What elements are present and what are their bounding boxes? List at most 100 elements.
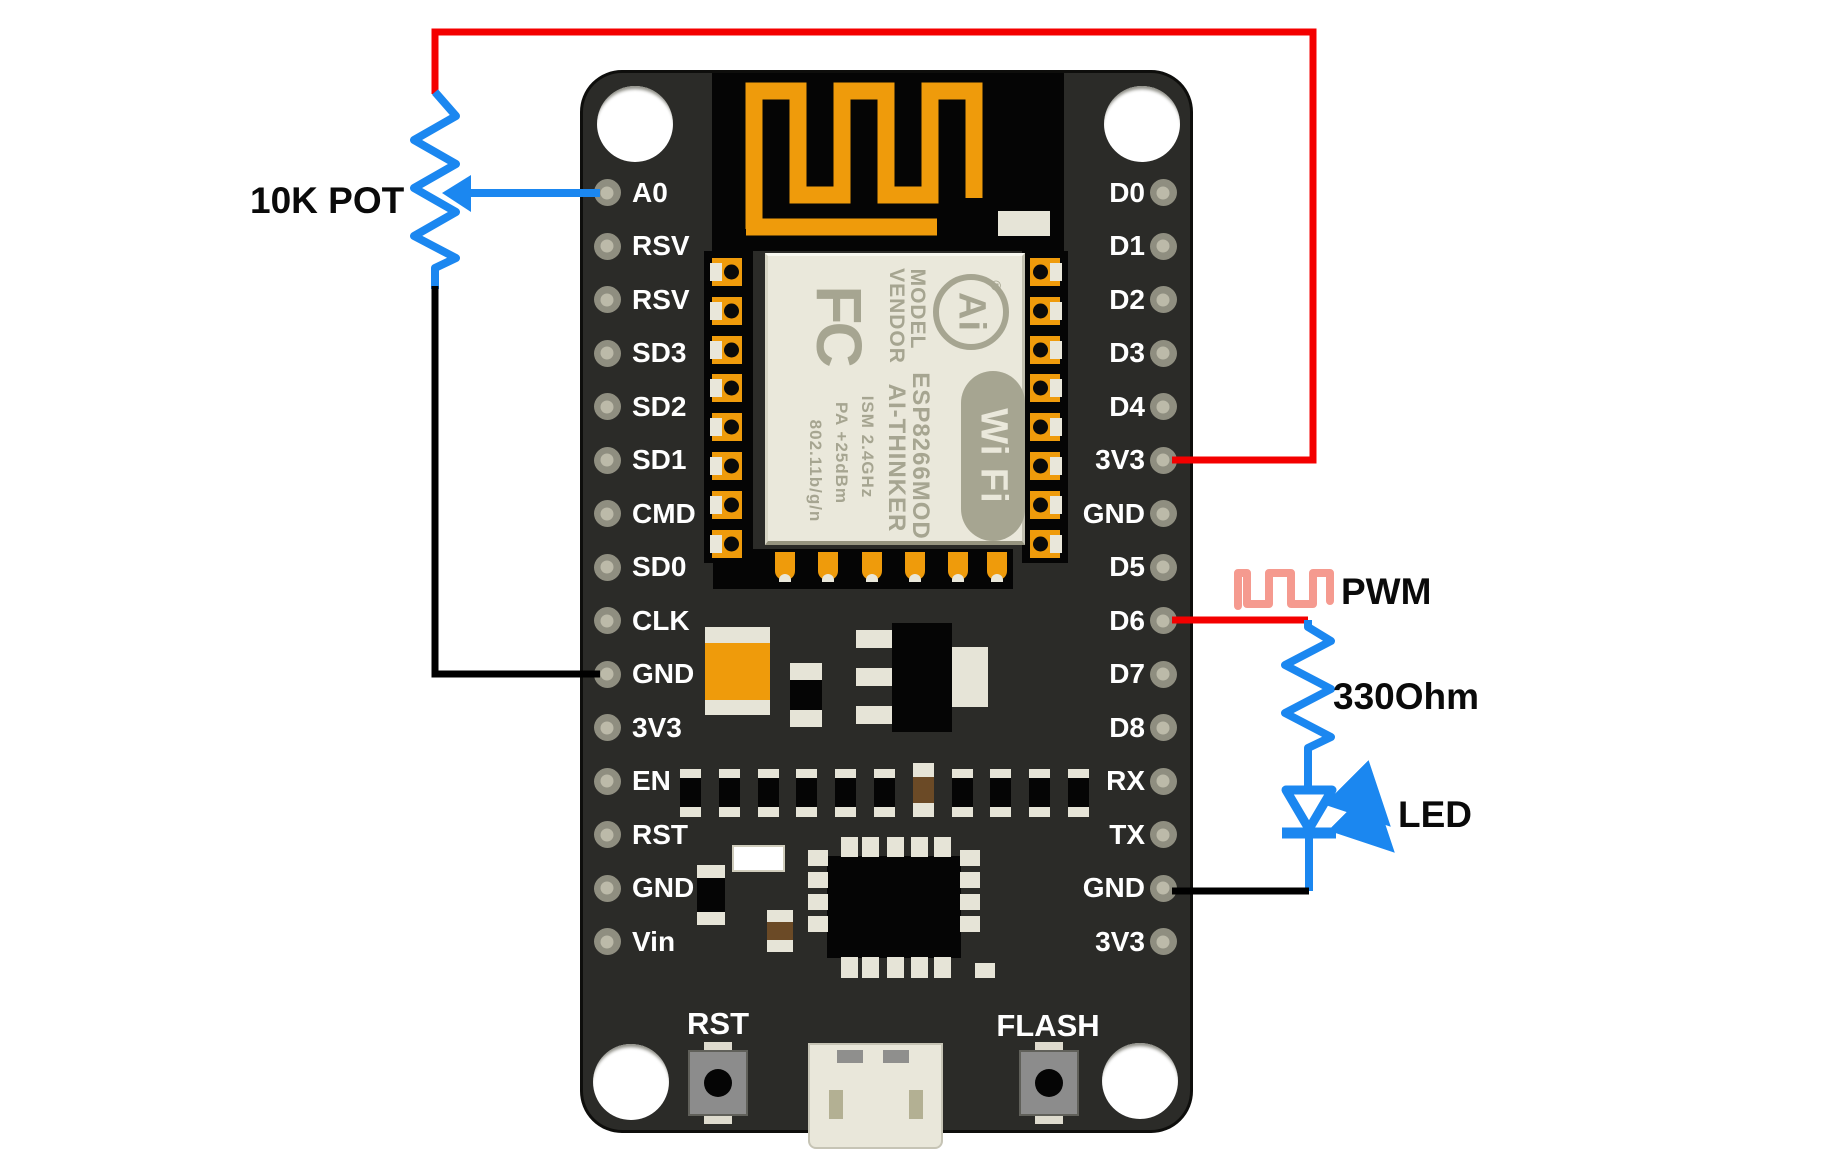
pin-pad-left-SD0-7 — [593, 553, 621, 581]
mounting-hole-bottom-right — [1102, 1043, 1178, 1119]
resistor-330-symbol — [1281, 620, 1335, 788]
module-model-value: ESP8266MOD — [907, 372, 934, 540]
pin-pad-left-SD2-4 — [593, 393, 621, 420]
smd-component-small — [975, 963, 995, 978]
pin-label-left-SD1-5: SD1 — [632, 444, 687, 475]
pin-pad-left-SD3-3 — [593, 339, 621, 367]
pin-pad-right-D3-3 — [1149, 339, 1177, 367]
reset-button-cap-top — [704, 1042, 732, 1051]
flash-button-cap-top — [1035, 1042, 1063, 1051]
pin-pad-right-D4-4 — [1149, 393, 1177, 420]
pin-pad-left-SD1-5 — [593, 446, 621, 474]
pin-pad-left-CLK-8 — [593, 607, 621, 634]
pin-pad-right-D1-1 — [1149, 232, 1177, 260]
pin-label-left-CMD-6: CMD — [632, 497, 696, 529]
pin-pad-left-A0-0 — [593, 179, 621, 206]
module-pad-left-4 — [710, 413, 742, 442]
pin-pad-right-TX-12 — [1149, 821, 1177, 848]
pin-pad-left-CMD-6 — [593, 500, 621, 527]
pin-label-right-GND-13: GND — [1082, 872, 1145, 903]
led-label: LED — [1398, 794, 1472, 835]
row-resistor-9 — [1029, 769, 1051, 817]
flash-button[interactable] — [1019, 1050, 1079, 1116]
pin-pad-left-RSV-2 — [593, 286, 621, 313]
flash-button-label: FLASH — [996, 1008, 1100, 1043]
row-resistor-4 — [835, 769, 857, 817]
pin-label-left-GND-9: GND — [632, 658, 695, 689]
pin-pad-left-RST-12 — [593, 821, 621, 848]
pin-label-right-D4-4: D4 — [1109, 390, 1145, 422]
pin-label-right-D3-3: D3 — [1109, 337, 1145, 368]
reset-button-cap-bottom — [704, 1115, 732, 1124]
smd-component-white — [732, 845, 785, 872]
pin-label-left-Vin-14: Vin — [632, 925, 676, 957]
mounting-hole-bottom-left — [593, 1044, 669, 1120]
pin-label-left-3V3-10: 3V3 — [632, 711, 682, 743]
fc-logo: FC — [803, 285, 875, 365]
pin-pad-left-RSV-1 — [593, 232, 621, 260]
pot-label: 10K POT — [250, 180, 405, 221]
pin-pad-right-D2-2 — [1149, 286, 1177, 313]
pin-pad-left-EN-11 — [593, 767, 621, 795]
pin-label-right-D1-1: D1 — [1109, 230, 1145, 261]
pin-label-left-GND-13: GND — [632, 872, 695, 903]
reset-button-plunger[interactable] — [704, 1069, 732, 1097]
pin-pad-left-GND-9 — [593, 660, 621, 688]
flash-button-plunger[interactable] — [1035, 1069, 1063, 1097]
row-resistor-10 — [1068, 769, 1089, 817]
pin-pad-left-3V3-10 — [593, 714, 621, 741]
pin-label-left-A0-0: A0 — [632, 176, 668, 208]
row-resistor-8 — [990, 769, 1012, 817]
pin-label-right-3V3-14: 3V3 — [1095, 925, 1145, 957]
module-standard-text: 802.11b/g/n — [806, 419, 825, 523]
pin-label-right-D7-9: D7 — [1109, 658, 1145, 689]
pin-label-right-D5-7: D5 — [1109, 551, 1145, 582]
pin-pad-left-GND-13 — [593, 874, 621, 902]
row-resistor-7 — [951, 769, 973, 817]
wire-pot-gnd-black — [431, 286, 600, 678]
pin-label-left-RSV-2: RSV — [632, 283, 690, 315]
module-model-label: MODEL — [906, 268, 929, 350]
led-light-arrow-1 — [1323, 759, 1391, 827]
module-pad-left-0 — [710, 258, 742, 286]
pin-pad-right-GND-13 — [1149, 874, 1177, 902]
module-pad-left-1 — [710, 296, 742, 325]
smd-resistor — [790, 663, 822, 727]
pin-pad-right-3V3-5 — [1149, 446, 1177, 474]
module-pad-left-7 — [710, 529, 742, 558]
module-pad-bottom-1 — [818, 552, 838, 582]
pin-label-right-D2-2: D2 — [1109, 283, 1145, 315]
reset-button-label: RST — [687, 1006, 749, 1041]
module-pad-right-7 — [1030, 529, 1062, 558]
module-pa-text: PA +25dBm — [832, 401, 851, 505]
pin-label-left-SD3-3: SD3 — [632, 337, 687, 368]
pin-pad-right-D8-10 — [1149, 714, 1177, 741]
pin-label-right-D8-10: D8 — [1109, 711, 1145, 743]
pin-label-left-RST-12: RST — [632, 818, 688, 850]
led-light-arrow-2 — [1327, 785, 1395, 853]
module-pad-bottom-4 — [948, 552, 968, 582]
pin-label-left-SD2-4: SD2 — [632, 390, 687, 422]
module-pad-bottom-0 — [775, 552, 795, 582]
smd-capacitor-brown — [767, 910, 793, 952]
module-pad-bottom-5 — [987, 552, 1007, 582]
pin-pad-right-RX-11 — [1149, 767, 1177, 795]
led-symbol — [1281, 785, 1337, 834]
pin-label-left-RSV-1: RSV — [632, 230, 690, 261]
flash-button-cap-bottom — [1035, 1115, 1063, 1124]
module-pad-bottom-2 — [862, 552, 882, 582]
row-resistor-5 — [874, 769, 895, 817]
row-resistor-2 — [757, 769, 779, 817]
reset-button[interactable] — [688, 1050, 748, 1116]
pin-pad-right-3V3-14 — [1149, 928, 1177, 955]
pin-pad-left-Vin-14 — [593, 928, 621, 955]
potentiometer-wiper-arrow-icon — [442, 175, 471, 212]
module-pad-left-5 — [710, 452, 742, 480]
pin-label-left-CLK-8: CLK — [632, 604, 690, 636]
module-pad-bottom-3 — [905, 552, 925, 582]
module-pad-left-6 — [710, 490, 742, 519]
micro-usb-connector — [808, 1043, 943, 1149]
pin-label-right-TX-12: TX — [1109, 818, 1145, 850]
pin-pad-right-GND-6 — [1149, 500, 1177, 527]
